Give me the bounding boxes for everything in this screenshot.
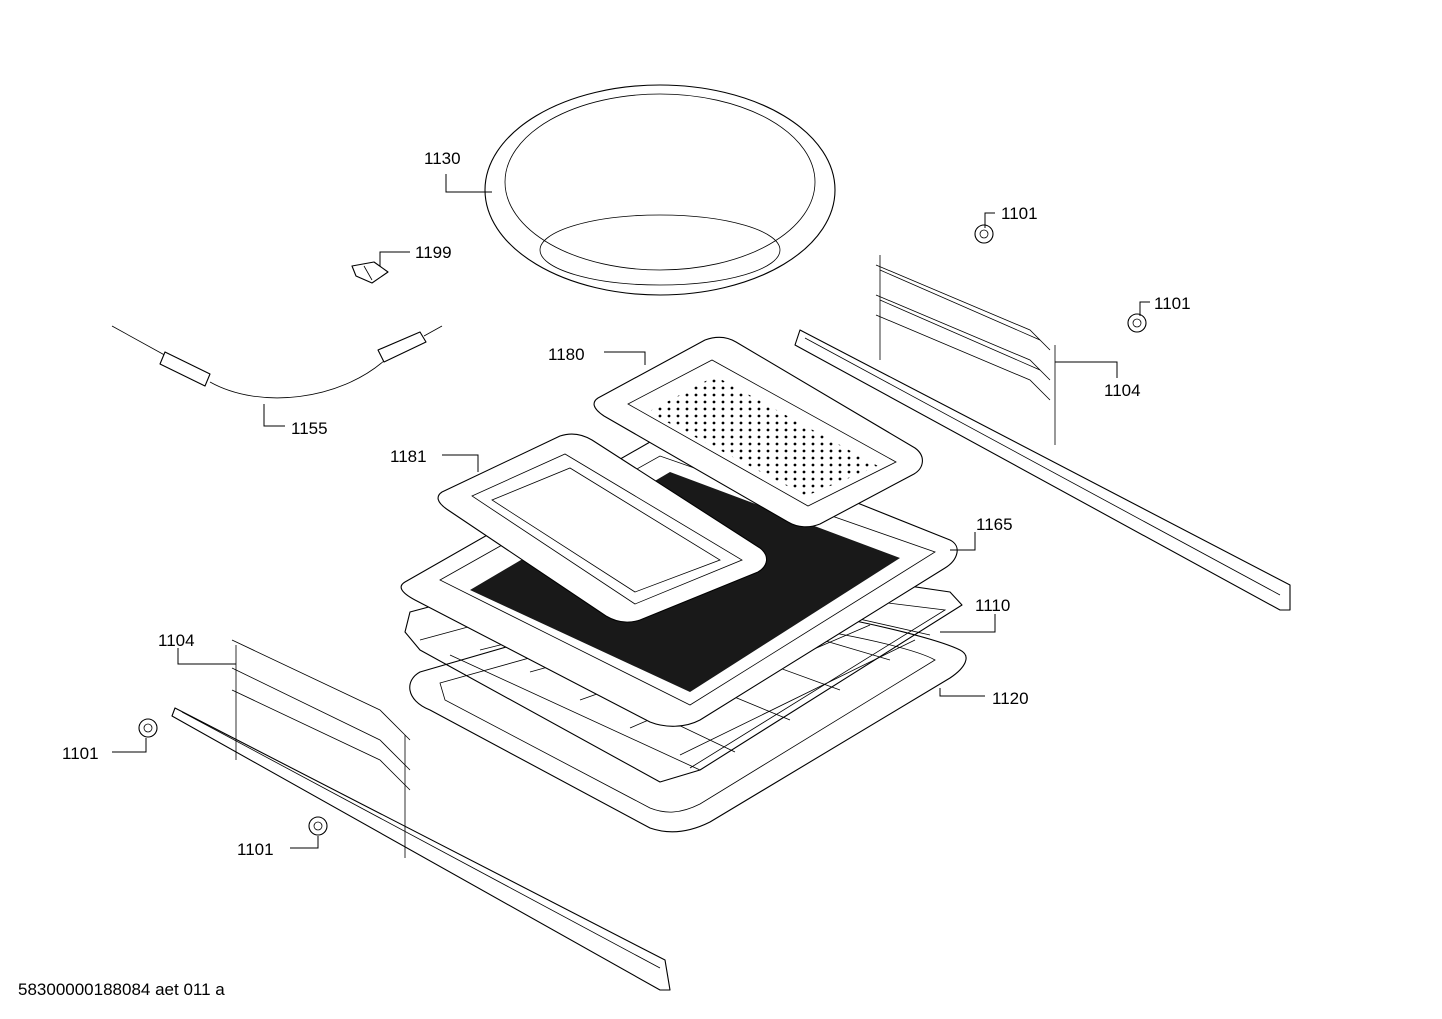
document-id: 58300000188084 aet 011 a xyxy=(18,980,225,999)
callout-1181: 1181 xyxy=(390,447,427,466)
fastener-part-bottom xyxy=(308,816,328,836)
callout-1104-right: 1104 xyxy=(1104,381,1141,400)
callout-1165: 1165 xyxy=(976,515,1013,534)
clip-part xyxy=(351,261,389,284)
callout-1199: 1199 xyxy=(415,243,452,262)
callout-1101-top-right: 1101 xyxy=(1001,204,1038,223)
callout-1104-left: 1104 xyxy=(158,631,195,650)
small-perforated-container-part xyxy=(593,336,923,528)
round-pan-part xyxy=(484,84,836,296)
leader-lines xyxy=(112,174,1150,849)
callout-1101-left: 1101 xyxy=(62,744,99,763)
callout-1180: 1180 xyxy=(548,345,585,364)
left-side-rail-part xyxy=(171,639,671,991)
temperature-probe-part xyxy=(111,325,443,399)
callout-1120: 1120 xyxy=(992,689,1029,708)
fastener-part-top-right xyxy=(974,224,994,244)
callout-1101-bottom: 1101 xyxy=(237,840,274,859)
callout-1130: 1130 xyxy=(424,149,461,168)
callout-1101-mid-right: 1101 xyxy=(1154,294,1191,313)
small-solid-container-part xyxy=(437,433,768,623)
callout-1110: 1110 xyxy=(975,596,1010,615)
fastener-part-left xyxy=(138,718,158,738)
fastener-part-mid-right xyxy=(1127,313,1147,333)
callout-1155: 1155 xyxy=(291,419,328,438)
right-side-rail-part xyxy=(794,255,1291,611)
